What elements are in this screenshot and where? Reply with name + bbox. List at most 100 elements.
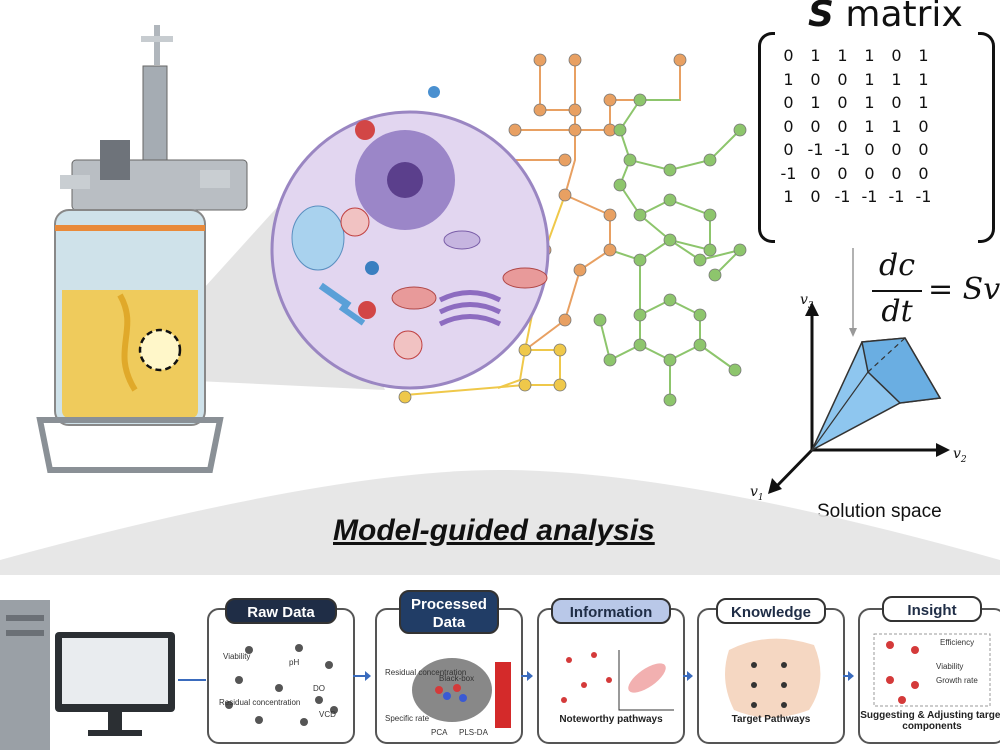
stage-graphic: [725, 638, 821, 718]
metabolite-node: [533, 53, 547, 67]
stage-title: Processed Data: [399, 590, 499, 634]
matrix-cell: 0: [864, 163, 875, 183]
data-dot: [235, 676, 243, 684]
data-dot: [561, 697, 567, 703]
data-dot: [911, 646, 919, 654]
axis-v2-label: v2: [953, 446, 967, 465]
stage-term: Residual concentration: [219, 698, 301, 707]
matrix-cell: -1: [834, 187, 851, 207]
black-box-cloud: [412, 658, 492, 722]
data-dot: [225, 701, 233, 709]
data-dot: [245, 646, 253, 654]
zoom-circle: [138, 328, 182, 372]
matrix-cell: 0: [891, 163, 902, 183]
matrix-cell: 1: [864, 46, 875, 66]
axis-v1: [773, 448, 814, 490]
metabolite-node: [553, 378, 567, 392]
metabolite-node: [663, 193, 677, 207]
metabolite-node: [603, 243, 617, 257]
stage-title: Information: [551, 598, 671, 624]
matrix-cell: 1: [864, 116, 875, 136]
lysosome: [340, 207, 370, 237]
stage-caption: Target Pathways: [731, 714, 811, 725]
metabolite-node: [518, 343, 532, 357]
cytoskeleton: [318, 282, 352, 309]
stage-term: Efficiency: [940, 638, 975, 647]
data-dot: [315, 696, 323, 704]
stage-graphic: [225, 644, 338, 726]
reactor-port: [200, 170, 230, 188]
matrix-cell: 0: [783, 116, 794, 136]
metabolite-node: [558, 188, 572, 202]
matrix-cell: 0: [837, 116, 848, 136]
s-matrix-title: S matrix: [808, 0, 963, 35]
receptor: [428, 86, 440, 98]
metabolite-node: [553, 343, 567, 357]
matrix-cell: 0: [810, 187, 821, 207]
metabolite-node: [398, 390, 412, 404]
data-dot: [606, 677, 612, 683]
matrix-cell: 0: [837, 163, 848, 183]
metabolite-node: [663, 293, 677, 307]
metabolite-node: [593, 313, 607, 327]
reactor-impeller: [117, 293, 138, 392]
lysosome: [393, 330, 423, 360]
mitochondrion: [391, 286, 437, 310]
reactor-medium: [62, 290, 198, 418]
solution-space-label: Solution space: [817, 501, 942, 522]
matrix-cell: 1: [783, 69, 794, 89]
metabolite-node: [663, 393, 677, 407]
matrix-cell: -1: [807, 140, 824, 160]
data-dot: [255, 716, 263, 724]
stage-caption: Suggesting & Adjusting target components: [860, 710, 1000, 732]
data-dot: [898, 696, 906, 704]
metabolite-node: [613, 178, 627, 192]
matrix-cell: 0: [810, 163, 821, 183]
insight-panel: [873, 633, 991, 707]
data-dot: [435, 686, 443, 694]
metabolite-node: [603, 208, 617, 222]
metabolite-node: [568, 103, 582, 117]
er: [443, 230, 481, 250]
stage-title: Insight: [882, 596, 982, 622]
metabolite-node: [633, 93, 647, 107]
axis-v1-label: v1: [750, 484, 764, 503]
mini-axes: [618, 650, 674, 711]
stage-term: Black-box: [439, 674, 475, 683]
metabolite-node: [508, 123, 522, 137]
stage-graphic: [412, 658, 511, 728]
metabolite-node: [533, 103, 547, 117]
data-dot: [781, 702, 787, 708]
data-dot: [591, 652, 597, 658]
mitochondrion: [502, 267, 548, 289]
matrix-cell: 1: [918, 93, 929, 113]
section-title: Model-guided analysis: [333, 514, 655, 547]
stage-term: Viability: [223, 652, 251, 661]
cluster-ellipse: [628, 663, 666, 693]
metabolite-node: [568, 123, 582, 137]
metabolite-node: [613, 123, 627, 137]
nucleolus: [387, 162, 423, 198]
metabolite-node: [693, 308, 707, 322]
matrix-cell: -1: [780, 163, 797, 183]
metabolite-node: [733, 243, 747, 257]
matrix-cell: 0: [891, 93, 902, 113]
golgi: [438, 290, 502, 327]
matrix-right-bracket: [978, 32, 995, 243]
matrix-cell: -1: [834, 140, 851, 160]
data-dot: [751, 702, 757, 708]
matrix-cell: 1: [864, 93, 875, 113]
matrix-cell: 0: [783, 93, 794, 113]
stage-term: Growth rate: [936, 676, 978, 685]
data-dot: [453, 684, 461, 692]
data-dot: [459, 694, 467, 702]
matrix-cell: 1: [837, 46, 848, 66]
stage-term: PCA: [431, 728, 448, 737]
metabolite-node: [573, 263, 587, 277]
